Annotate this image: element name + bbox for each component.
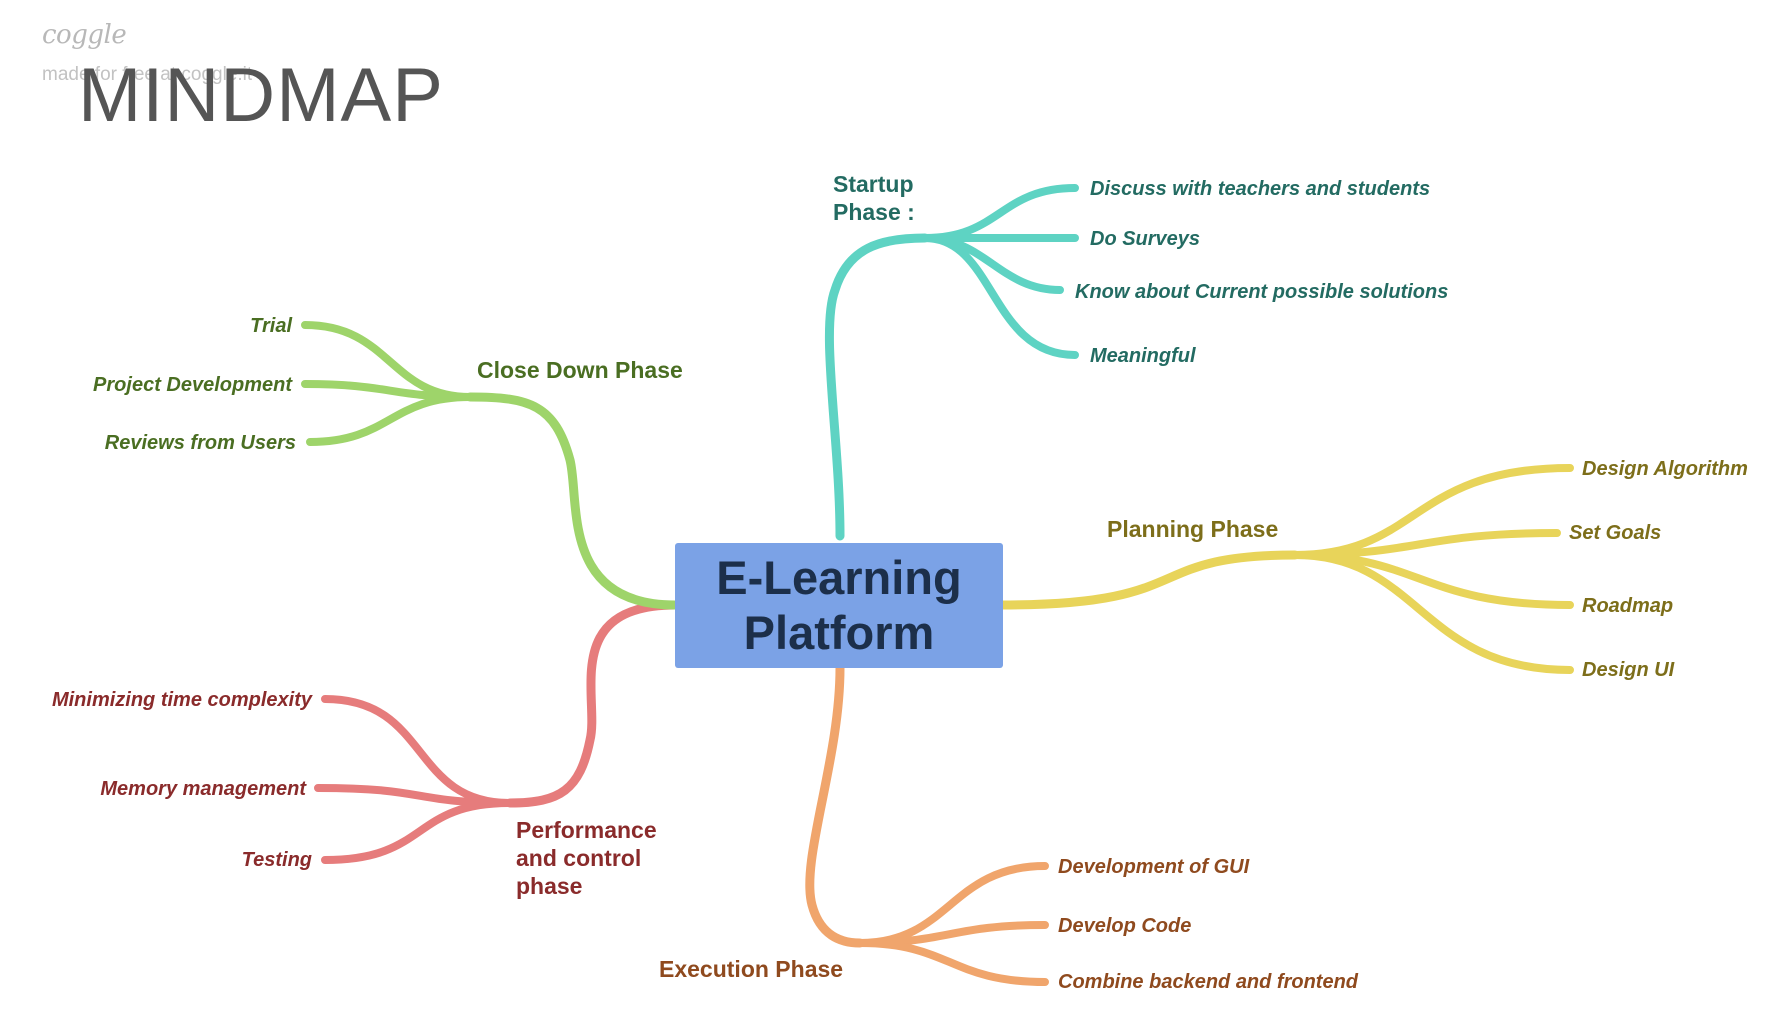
startup-child-connector-3 [921,234,1079,359]
startup-child-connector-0 [921,184,1079,242]
performance-connectors [314,600,680,864]
leaf-performance-time[interactable]: Minimizing time complexity [51,689,312,711]
planning-connectors [998,464,1574,674]
leaf-planning-algorithm[interactable]: Design Algorithm [1582,458,1748,480]
leaf-execution-combine[interactable]: Combine backend and frontend [1058,971,1359,993]
leaf-startup-solutions[interactable]: Know about Current possible solutions [1075,281,1449,303]
leaf-closedown-trial[interactable]: Trial [250,315,292,337]
closedown-main-connector [465,392,680,610]
leaf-planning-goals[interactable]: Set Goals [1569,522,1662,544]
planning-child-connector-3 [1291,551,1574,674]
performance-main-connector [505,600,680,808]
leaf-startup-discuss[interactable]: Discuss with teachers and students [1090,178,1431,200]
execution-connectors [805,663,1049,986]
execution-child-connector-2 [856,939,1049,986]
coggle-logo: coggle [42,20,127,50]
performance-child-connector-0 [321,695,514,807]
execution-main-connector [805,663,865,948]
leaf-performance-memory[interactable]: Memory management [100,778,306,800]
startup-main-connector [824,233,930,541]
leaf-closedown-reviews[interactable]: Reviews from Users [104,432,296,454]
leaf-execution-gui[interactable]: Development of GUI [1058,856,1250,878]
planning-main-connector [998,550,1300,610]
root-node[interactable]: E-Learning Platform [675,543,1003,668]
branch-startup[interactable]: Startup Phase : [833,171,915,226]
startup-connectors [824,184,1079,541]
planning-child-connector-1 [1291,529,1561,559]
branch-planning[interactable]: Planning Phase [1107,516,1279,542]
closedown-connectors [301,321,680,610]
leaf-execution-code[interactable]: Develop Code [1058,915,1192,937]
leaf-startup-meaningful[interactable]: Meaningful [1090,345,1196,367]
coggle-credit: made for free at coggle.it [42,64,253,85]
page-title: MINDMAP [78,53,444,138]
leaf-performance-testing[interactable]: Testing [241,849,312,871]
leaf-closedown-project[interactable]: Project Development [93,374,292,396]
closedown-child-connector-2 [306,393,474,446]
branch-execution[interactable]: Execution Phase [659,956,844,982]
execution-child-connector-1 [856,921,1049,947]
leaf-planning-roadmap[interactable]: Roadmap [1582,595,1674,617]
branch-closedown[interactable]: Close Down Phase [477,357,683,383]
leaf-startup-surveys[interactable]: Do Surveys [1090,228,1201,250]
performance-child-connector-2 [321,799,514,864]
leaf-planning-ui[interactable]: Design UI [1582,659,1675,681]
branch-performance[interactable]: Performance and control phase [516,817,657,900]
